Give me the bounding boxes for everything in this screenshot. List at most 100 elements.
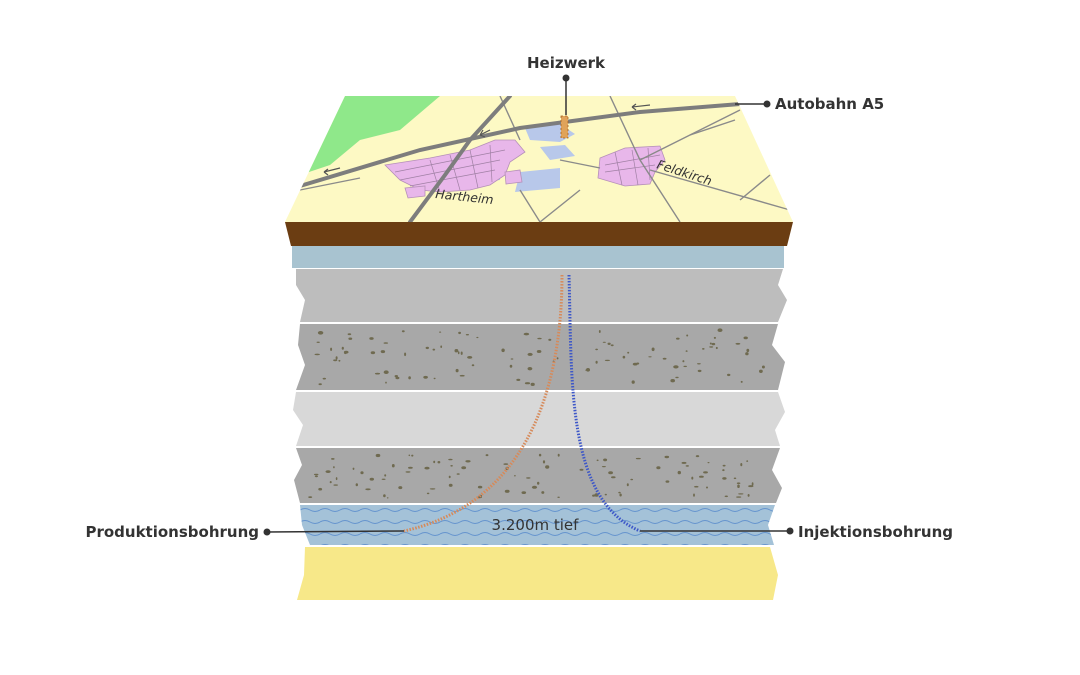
gravel-dot (665, 480, 670, 483)
gravel-dot (369, 337, 374, 340)
gravel-dot (318, 383, 322, 386)
gravel-dot (751, 482, 754, 486)
gravel-dot (423, 375, 428, 379)
gravel-dot (383, 370, 389, 375)
gravel-dot (662, 357, 667, 360)
gravel-dot (457, 351, 460, 355)
gravel-dot (740, 463, 743, 467)
gravel-dot (736, 482, 741, 485)
gravel-dot (391, 464, 395, 468)
gravel-dot (697, 369, 702, 373)
gravel-dot (394, 375, 398, 378)
gravel-dot (761, 365, 765, 369)
gravel-dot (426, 492, 430, 495)
street-grid (394, 144, 661, 193)
gravel-dot (656, 466, 661, 470)
gravel-dot (456, 473, 460, 475)
gravel-dot (322, 377, 326, 380)
gravel-dot (602, 341, 606, 343)
gravel-dot (514, 475, 516, 477)
gravel-dot (626, 483, 629, 487)
production-well-path (403, 274, 564, 533)
gravel-dot (385, 381, 387, 384)
gravel-dot (381, 478, 386, 480)
gravel-dot (693, 493, 695, 497)
soil-layer (285, 222, 793, 246)
gravel-dot (383, 342, 389, 344)
gravel-dot (459, 374, 465, 377)
gravel-dot (673, 365, 679, 369)
gravel-dot (636, 362, 640, 365)
gravel-dot (523, 332, 530, 336)
gravel-dot (465, 460, 471, 463)
gravel-dot (432, 348, 436, 351)
gravel-dot (738, 493, 744, 495)
gravel-dot (433, 460, 436, 464)
gravel-dot (383, 494, 386, 498)
gravel-dot (331, 458, 335, 460)
gravel-dot (630, 478, 634, 481)
gravel-dot (586, 368, 590, 372)
gravel-dot (448, 475, 451, 479)
gravel-dot (746, 460, 749, 462)
gravel-dot (527, 352, 533, 356)
gravel-dot (707, 462, 710, 464)
gravel-dot (375, 453, 381, 458)
gravel-layer-2 (294, 448, 782, 503)
gravel-dot (618, 491, 621, 494)
label-production-well: Produktionsbohrung (85, 523, 259, 541)
gravel-dot (611, 476, 616, 479)
map-surface: Hartheim Feldkirch (285, 96, 793, 222)
callout-production-well: Produktionsbohrung (85, 523, 405, 541)
gravel-dot (706, 486, 708, 489)
rock-layer-1 (296, 269, 787, 322)
gravel-dot (592, 494, 596, 497)
heizwerk-site (561, 116, 568, 138)
gravel-dot (745, 352, 749, 356)
gravel-dot (711, 342, 716, 346)
gravel-dot (542, 460, 546, 464)
gravel-dot (384, 474, 387, 477)
gravel-dot (631, 380, 635, 384)
gravel-dot (538, 453, 542, 457)
gravel-dot (596, 459, 599, 462)
gravel-dot (598, 330, 601, 333)
gravel-dot (595, 360, 598, 364)
gravel-dot (516, 378, 521, 381)
gravel-dot (333, 359, 338, 362)
gravel-dot (541, 491, 545, 494)
gravel-dot (595, 348, 598, 351)
gravel-dot (440, 345, 443, 349)
gravel-dot (531, 485, 538, 489)
gravel-dot (703, 471, 708, 474)
gravel-dot (526, 477, 531, 479)
gravel-dot (691, 476, 694, 480)
gravel-dot (670, 379, 675, 383)
label-heizwerk: Heizwerk (527, 54, 606, 72)
gravel-dot (458, 331, 461, 335)
gravel-dot (424, 466, 430, 470)
gravel-dot (715, 346, 718, 350)
gravel-dot (461, 466, 467, 470)
gravel-texture (308, 328, 765, 499)
gravel-dot (460, 351, 463, 355)
gravel-dot (622, 355, 626, 359)
gravel-dot (648, 356, 652, 358)
gravel-dot (448, 458, 453, 461)
gravel-dot (325, 470, 331, 473)
gravel-dot (338, 359, 341, 362)
gravel-dot (333, 466, 335, 469)
callout-injection-well: Injektionsbohrung (640, 523, 953, 541)
callout-heizwerk: Heizwerk (527, 54, 606, 115)
gravel-dot (635, 457, 641, 460)
gravel-dot (477, 485, 483, 489)
gravel-dot (370, 351, 376, 355)
gravel-dot (365, 488, 371, 491)
gravel-dot (347, 333, 352, 336)
gravel-dot (369, 477, 374, 481)
gravel-dot (737, 484, 740, 489)
gravel-dot (727, 373, 731, 377)
gravel-dot (676, 337, 680, 340)
gravel-dot (537, 337, 542, 340)
